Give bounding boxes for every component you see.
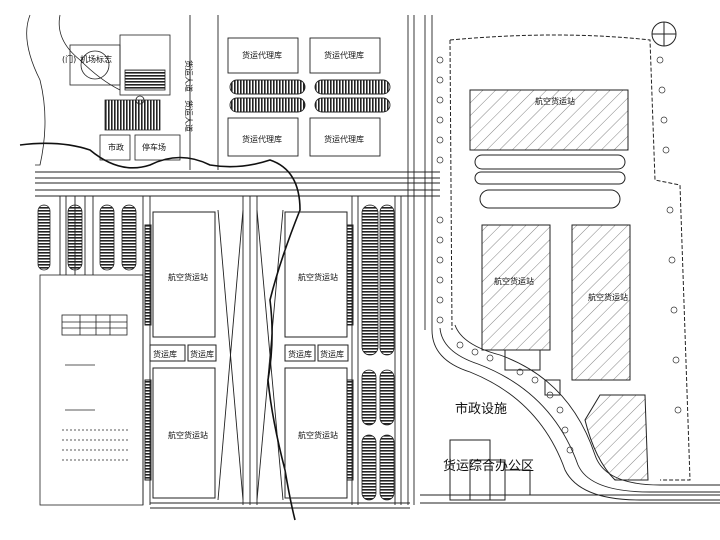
label-east-terminal-top: 航空货运站: [535, 96, 575, 106]
west-parking: [37, 204, 395, 501]
label-top-left-mark: (门): [62, 54, 76, 64]
label-west-terminal-2: 航空货运站: [168, 430, 208, 440]
label-small-left-1: 市政: [108, 142, 124, 152]
label-east-terminal-right: 航空货运站: [588, 292, 628, 302]
label-municipal: 市政设施: [455, 401, 507, 417]
label-forwarder-4: 货运代理库: [324, 134, 364, 144]
east-site: [436, 21, 691, 501]
legend-panel: [39, 274, 144, 506]
label-office: 货运综合办公区: [443, 458, 534, 474]
label-west-terminal-3: 航空货运站: [298, 272, 338, 282]
top-center-buildings: [227, 37, 391, 157]
label-west-small-4: 货运库: [320, 349, 344, 359]
label-west-terminal-1: 航空货运站: [168, 272, 208, 282]
label-forwarder-2: 货运代理库: [324, 50, 364, 60]
label-forwarder-1: 货运代理库: [242, 50, 282, 60]
label-west-small-1: 货运库: [153, 349, 177, 359]
label-small-left-2: 停车场: [142, 142, 166, 152]
top-left-campus: [19, 14, 301, 521]
label-top-left-name: 机场标志: [80, 54, 112, 64]
label-west-small-3: 货运库: [288, 349, 312, 359]
label-west-small-2: 货运库: [190, 349, 214, 359]
label-east-terminal-mid: 航空货运站: [494, 276, 534, 286]
label-vertical-2: 货运大道: [184, 100, 194, 132]
label-west-terminal-4: 航空货运站: [298, 430, 338, 440]
west-terminals: [144, 211, 354, 499]
label-forwarder-3: 货运代理库: [242, 134, 282, 144]
label-vertical-1: 货运大道: [184, 60, 194, 92]
